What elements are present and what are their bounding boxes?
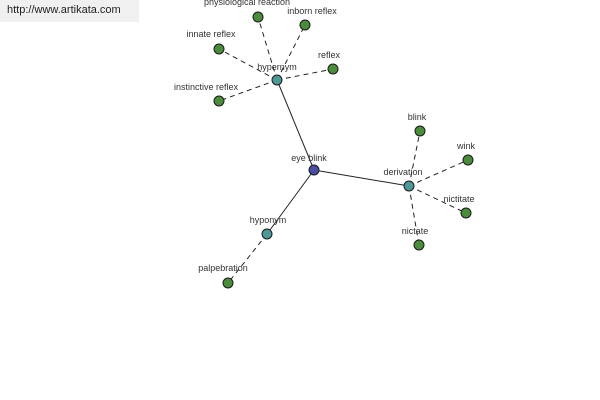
word-label: nictate	[402, 226, 429, 236]
root-node[interactable]	[308, 164, 320, 176]
word-node[interactable]	[414, 125, 426, 137]
word-label: wink	[456, 141, 476, 151]
relation-label-hypernym: hypernym	[257, 62, 297, 72]
edge-derivation-leaf	[408, 159, 469, 187]
edge-hypernym	[276, 79, 315, 171]
word-node[interactable]	[413, 239, 425, 251]
edge-hypernym-leaf	[218, 79, 278, 102]
edge-derivation-leaf	[408, 185, 467, 214]
root-label: eye blink	[291, 153, 327, 163]
word-node[interactable]	[460, 207, 472, 219]
word-node[interactable]	[252, 11, 264, 23]
watermark-url[interactable]: http://www.artikata.com	[0, 0, 139, 22]
graph-nodes	[213, 11, 474, 289]
word-label: nictitate	[443, 194, 474, 204]
word-label: innate reflex	[186, 29, 236, 39]
edge-hypernym-leaf	[257, 16, 278, 81]
relation-label-hyponym: hyponym	[250, 215, 287, 225]
word-label: blink	[408, 112, 427, 122]
word-node[interactable]	[213, 43, 225, 55]
word-node[interactable]	[299, 19, 311, 31]
word-label: instinctive reflex	[174, 82, 239, 92]
edge-derivation-leaf	[408, 185, 420, 246]
word-node[interactable]	[327, 63, 339, 75]
word-node[interactable]	[462, 154, 474, 166]
relation-node-hyponym[interactable]	[261, 228, 273, 240]
edge-derivation	[313, 169, 410, 187]
edge-hyponym	[266, 169, 315, 235]
word-label: reflex	[318, 50, 341, 60]
relation-label-derivation: derivation	[383, 167, 422, 177]
word-node[interactable]	[213, 95, 225, 107]
graph-edges	[218, 16, 469, 284]
edge-hypernym-leaf	[218, 48, 278, 81]
edge-hypernym-leaf	[276, 68, 334, 81]
edge-derivation-leaf	[408, 130, 421, 187]
edge-hyponym-leaf	[227, 233, 268, 284]
word-label: inborn reflex	[287, 6, 337, 16]
edge-hypernym-leaf	[276, 24, 306, 81]
word-node[interactable]	[222, 277, 234, 289]
relation-node-derivation[interactable]	[403, 180, 415, 192]
word-label: physiological reaction	[204, 0, 290, 7]
word-label: palpebration	[198, 263, 248, 273]
relation-node-hypernym[interactable]	[271, 74, 283, 86]
